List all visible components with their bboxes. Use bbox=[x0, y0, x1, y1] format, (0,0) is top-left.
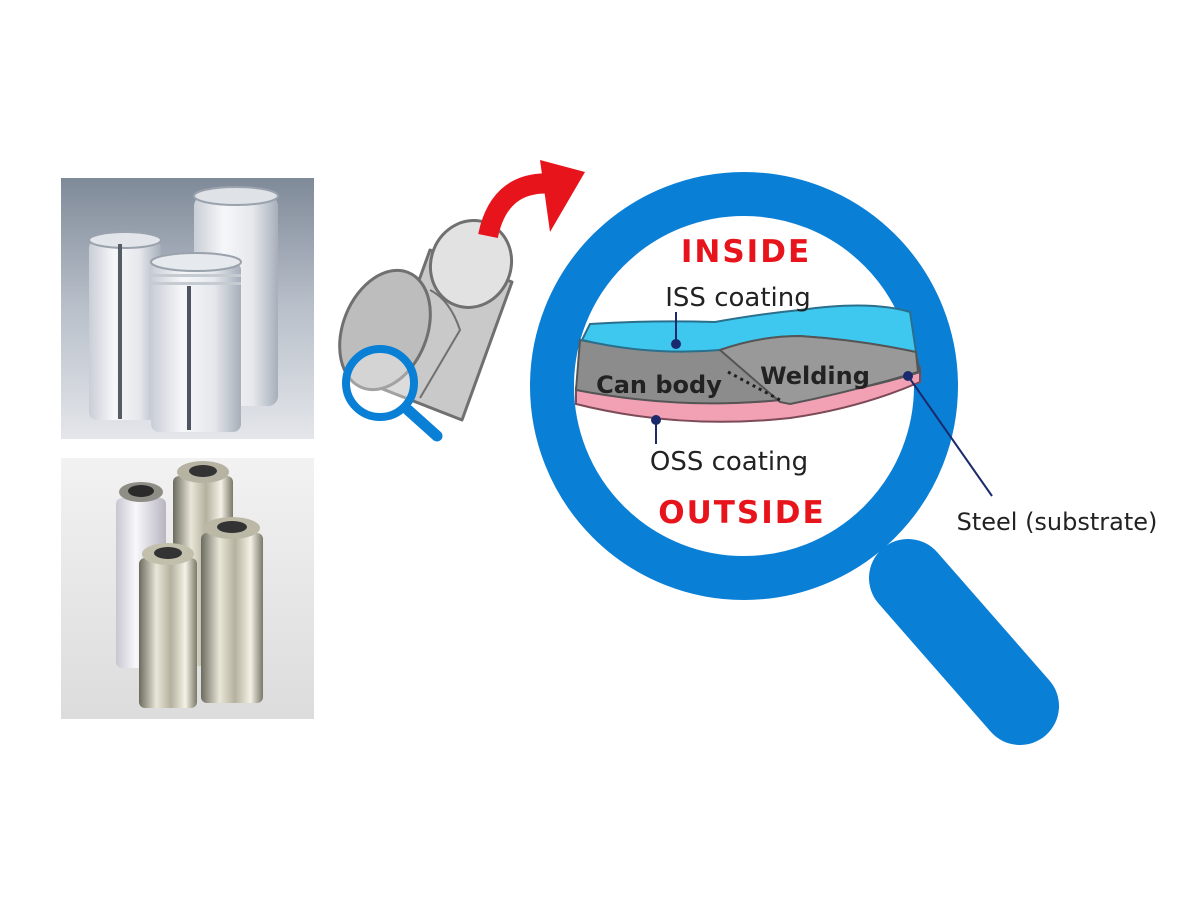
steel-substrate-label: Steel (substrate) bbox=[957, 508, 1158, 536]
can-body-label: Can body bbox=[596, 371, 722, 399]
coating-layers bbox=[574, 304, 922, 423]
outside-heading: OUTSIDE bbox=[658, 495, 825, 531]
pointer-lines bbox=[651, 312, 993, 497]
beverage-cans-photo bbox=[61, 178, 314, 439]
red-arrow-icon bbox=[478, 160, 585, 239]
small-magnifier-icon bbox=[342, 345, 443, 442]
iss-coating-label: ISS coating bbox=[665, 283, 810, 313]
aerosol-cans-photo bbox=[61, 458, 314, 719]
inside-heading: INSIDE bbox=[681, 234, 811, 270]
oss-coating-label: OSS coating bbox=[650, 447, 808, 477]
welding-label: Welding bbox=[760, 362, 870, 390]
